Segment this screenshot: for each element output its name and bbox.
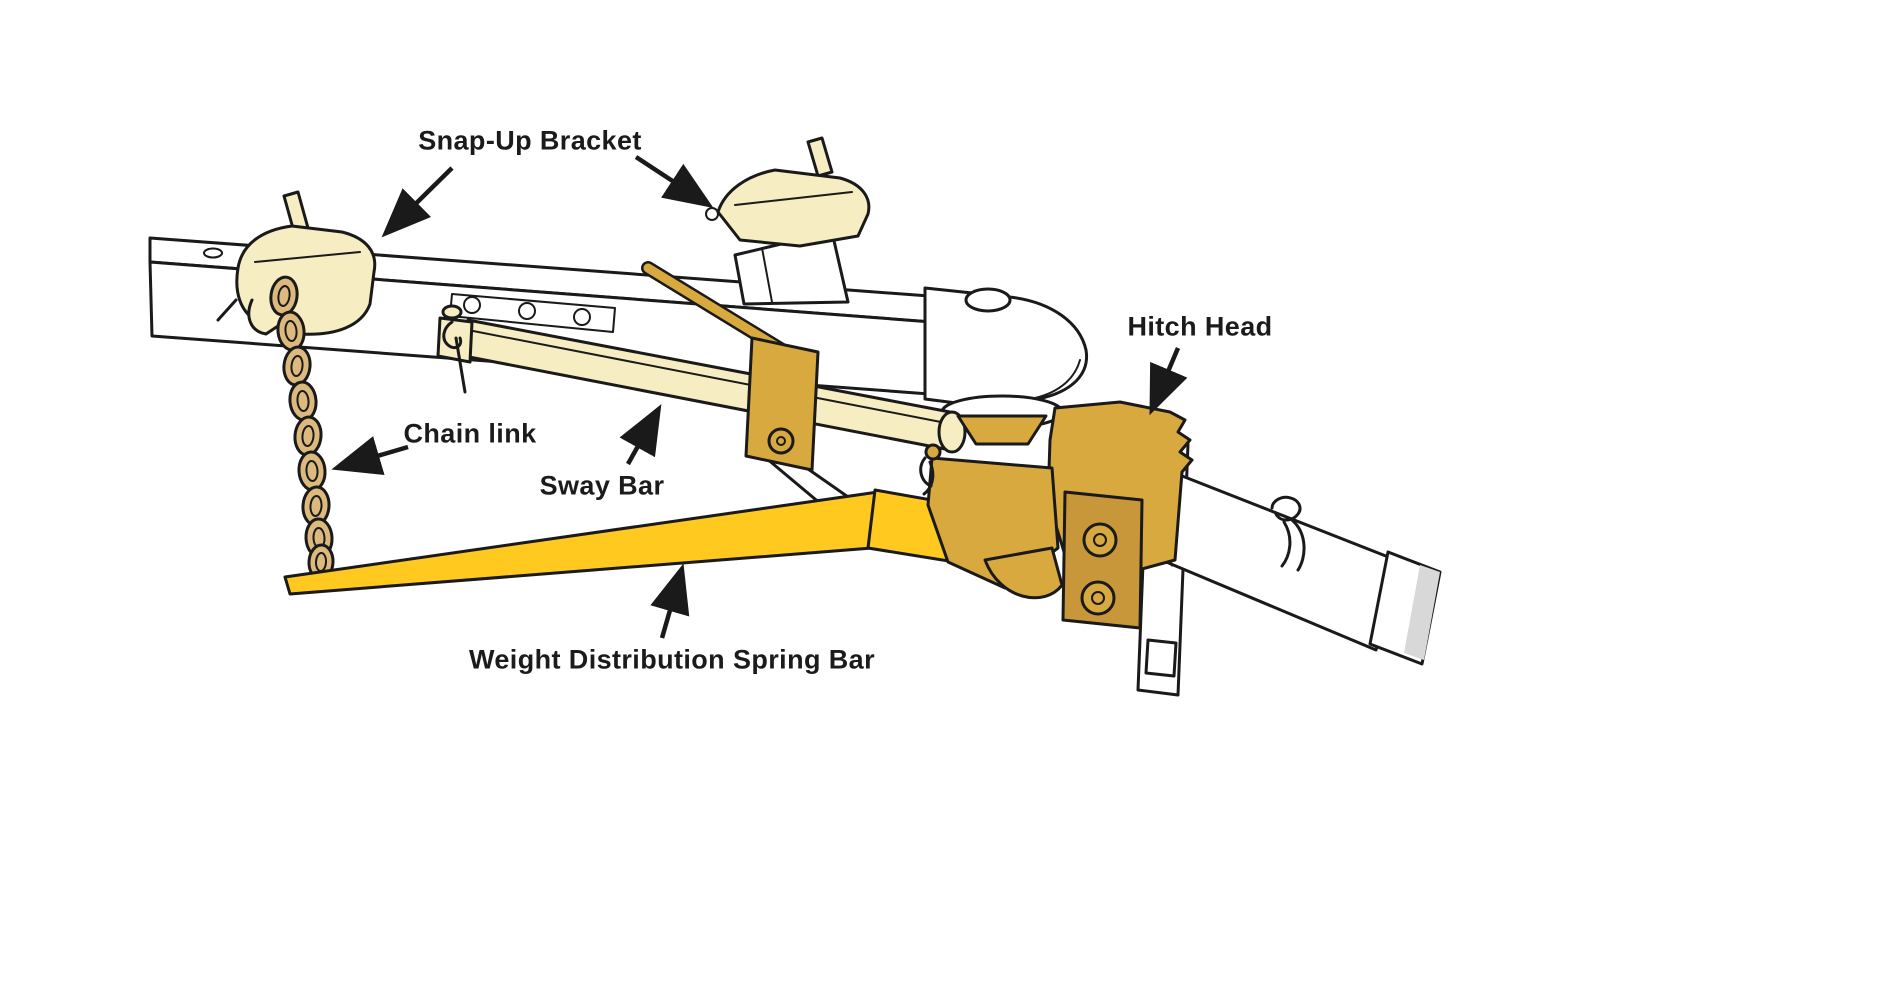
hitch-head-assembly: [919, 400, 1194, 630]
label-chain-link: Chain link: [403, 418, 537, 449]
clevis-pin: [441, 304, 463, 320]
arrow-hitch-head: [1149, 347, 1188, 416]
clamp-bolt-lower: [1080, 580, 1116, 616]
coupler-latch: [964, 287, 1012, 313]
cotter-pin: [442, 320, 467, 394]
label-snap-up-bracket: Snap-Up Bracket: [418, 125, 642, 156]
clamp-bolt: [767, 427, 795, 455]
sway-bar-end-cap: [937, 410, 967, 454]
trunnion-hook: [983, 546, 1064, 600]
coupler-gusset-plates: [733, 230, 850, 306]
label-spring-bar: Weight Distribution Spring Bar: [469, 644, 875, 675]
arrow-spring-bar: [650, 563, 690, 639]
arrow-chain-link: [331, 436, 409, 475]
arrow-snap-up-right: [634, 155, 714, 208]
weight-distribution-spring-bar: [283, 488, 1002, 596]
ball-cone-washer: [956, 414, 1048, 446]
bracket-pin: [806, 136, 834, 178]
label-hitch-head: Hitch Head: [1127, 311, 1273, 342]
bracket-clip: [705, 207, 719, 221]
head-pin-clip: [919, 456, 935, 496]
chain-hook: [247, 298, 280, 336]
head-pin: [924, 443, 942, 461]
snap-up-bracket-right: [705, 136, 871, 248]
clamp-bolt-upper: [1082, 522, 1118, 558]
hitch-shank: [1136, 436, 1442, 697]
shank-pin-hole: [1144, 638, 1178, 678]
hitch-pin-clip: [1270, 495, 1306, 572]
arrow-snap-up-left: [381, 166, 454, 238]
arrow-sway-bar: [619, 404, 662, 466]
label-sway-bar: Sway Bar: [539, 470, 665, 501]
callout-arrows: [331, 155, 1188, 639]
sway-bar-clamp: [641, 261, 820, 472]
